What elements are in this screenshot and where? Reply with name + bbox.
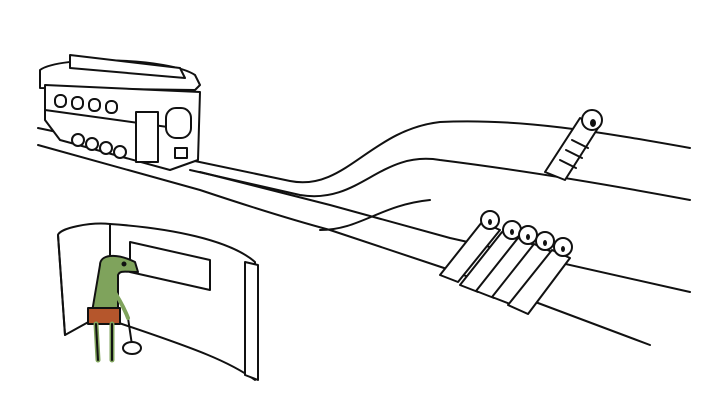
upper-branch-top-rail xyxy=(37,120,691,184)
single-person-on-track xyxy=(544,109,603,181)
lever-icon[interactable] xyxy=(122,317,142,355)
lever-booth xyxy=(57,222,259,381)
five-people-on-track xyxy=(439,210,573,315)
switch-rail xyxy=(319,199,431,231)
green-character xyxy=(87,254,139,363)
trolley-wheels xyxy=(71,133,127,159)
tracks xyxy=(37,120,691,346)
trolley-windows xyxy=(54,94,192,163)
trolley-icon xyxy=(39,54,201,171)
upper-branch-bottom-rail xyxy=(189,157,691,201)
lower-branch-top-rail xyxy=(199,171,691,293)
person-1 xyxy=(439,210,501,283)
